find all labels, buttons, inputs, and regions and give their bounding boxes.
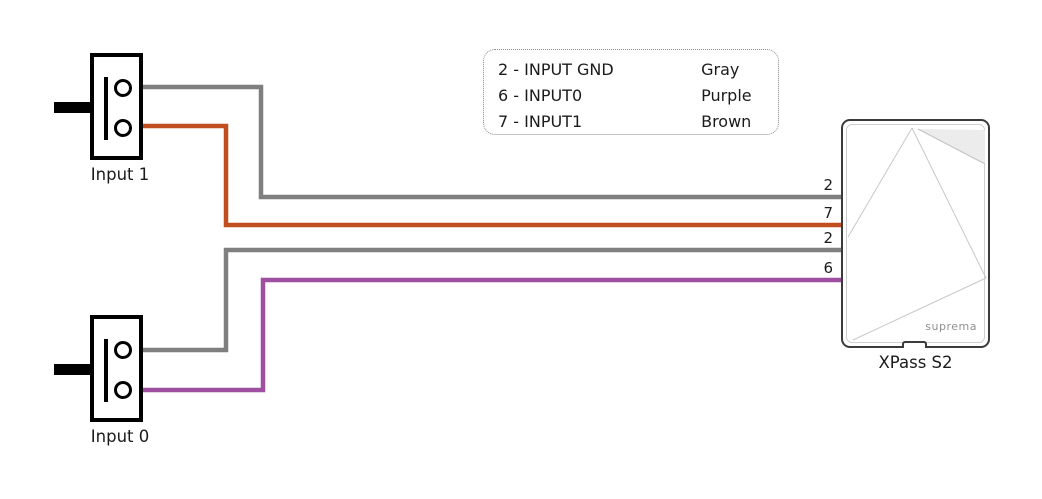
switch-label: Input 0 bbox=[90, 427, 150, 446]
legend-color-name: Gray bbox=[701, 60, 740, 79]
switch-input1: Input 1 bbox=[50, 50, 210, 200]
pin-number-7: 7 bbox=[823, 204, 833, 222]
switch-actuator bbox=[54, 102, 106, 113]
switch-body bbox=[90, 315, 143, 422]
legend-pin-label: 2 - INPUT GND bbox=[498, 60, 614, 79]
pin-number-2: 2 bbox=[823, 229, 833, 247]
xpass-device-body: suprema bbox=[841, 119, 990, 348]
switch-contact-top bbox=[114, 341, 132, 359]
wire-input1-input1 bbox=[143, 123, 841, 228]
device-notch bbox=[902, 341, 927, 348]
legend-row: 2 - INPUT GND Gray bbox=[498, 57, 778, 83]
device-label: XPass S2 bbox=[878, 353, 953, 372]
switch-contact-bottom bbox=[114, 119, 132, 137]
switch-contact-bottom bbox=[114, 381, 132, 399]
pin-number-6: 6 bbox=[823, 259, 833, 277]
switch-lever bbox=[104, 77, 108, 140]
switch-body bbox=[90, 53, 143, 160]
switch-actuator bbox=[54, 364, 106, 375]
switch-lever bbox=[104, 339, 108, 402]
legend-row: 7 - INPUT1 Brown bbox=[498, 109, 778, 135]
legend-color-name: Purple bbox=[701, 86, 752, 105]
pin-number-2: 2 bbox=[823, 176, 833, 194]
legend-pin-label: 6 - INPUT0 bbox=[498, 86, 583, 105]
wire-input0-gnd bbox=[143, 247, 841, 353]
wire-input0-input0 bbox=[143, 277, 841, 393]
switch-contact-top bbox=[114, 79, 132, 97]
switch-input0: Input 0 bbox=[50, 312, 210, 462]
legend-row: 6 - INPUT0 Purple bbox=[498, 83, 778, 109]
legend-color-name: Brown bbox=[701, 112, 752, 131]
device-artwork bbox=[847, 127, 987, 341]
suprema-logo: suprema bbox=[925, 320, 977, 333]
switch-label: Input 1 bbox=[90, 165, 150, 184]
legend-box: 2 - INPUT GND Gray 6 - INPUT0 Purple 7 -… bbox=[483, 49, 779, 135]
legend-pin-label: 7 - INPUT1 bbox=[498, 112, 583, 131]
